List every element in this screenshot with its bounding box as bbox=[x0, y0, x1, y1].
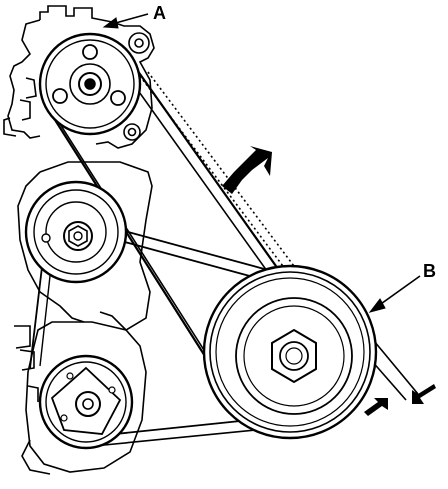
gap-arrow-right bbox=[412, 384, 436, 404]
callout-leaders bbox=[102, 13, 421, 313]
drive-belt bbox=[29, 59, 419, 447]
engine-bracket-outline bbox=[3, 5, 155, 475]
callout-label-a: A bbox=[153, 3, 166, 23]
belt-gap-arrows bbox=[364, 384, 436, 416]
gap-arrow-left bbox=[364, 398, 388, 416]
lower-left-pulley bbox=[38, 354, 134, 450]
leader-a-arrowhead bbox=[102, 17, 119, 29]
pulley-a bbox=[38, 32, 142, 136]
crankshaft-pulley-b bbox=[202, 264, 378, 440]
callout-label-b: B bbox=[423, 261, 436, 281]
idler-pulley bbox=[24, 180, 128, 284]
leader-b-arrowhead bbox=[368, 298, 386, 313]
belt-direction-arrow bbox=[222, 146, 272, 194]
